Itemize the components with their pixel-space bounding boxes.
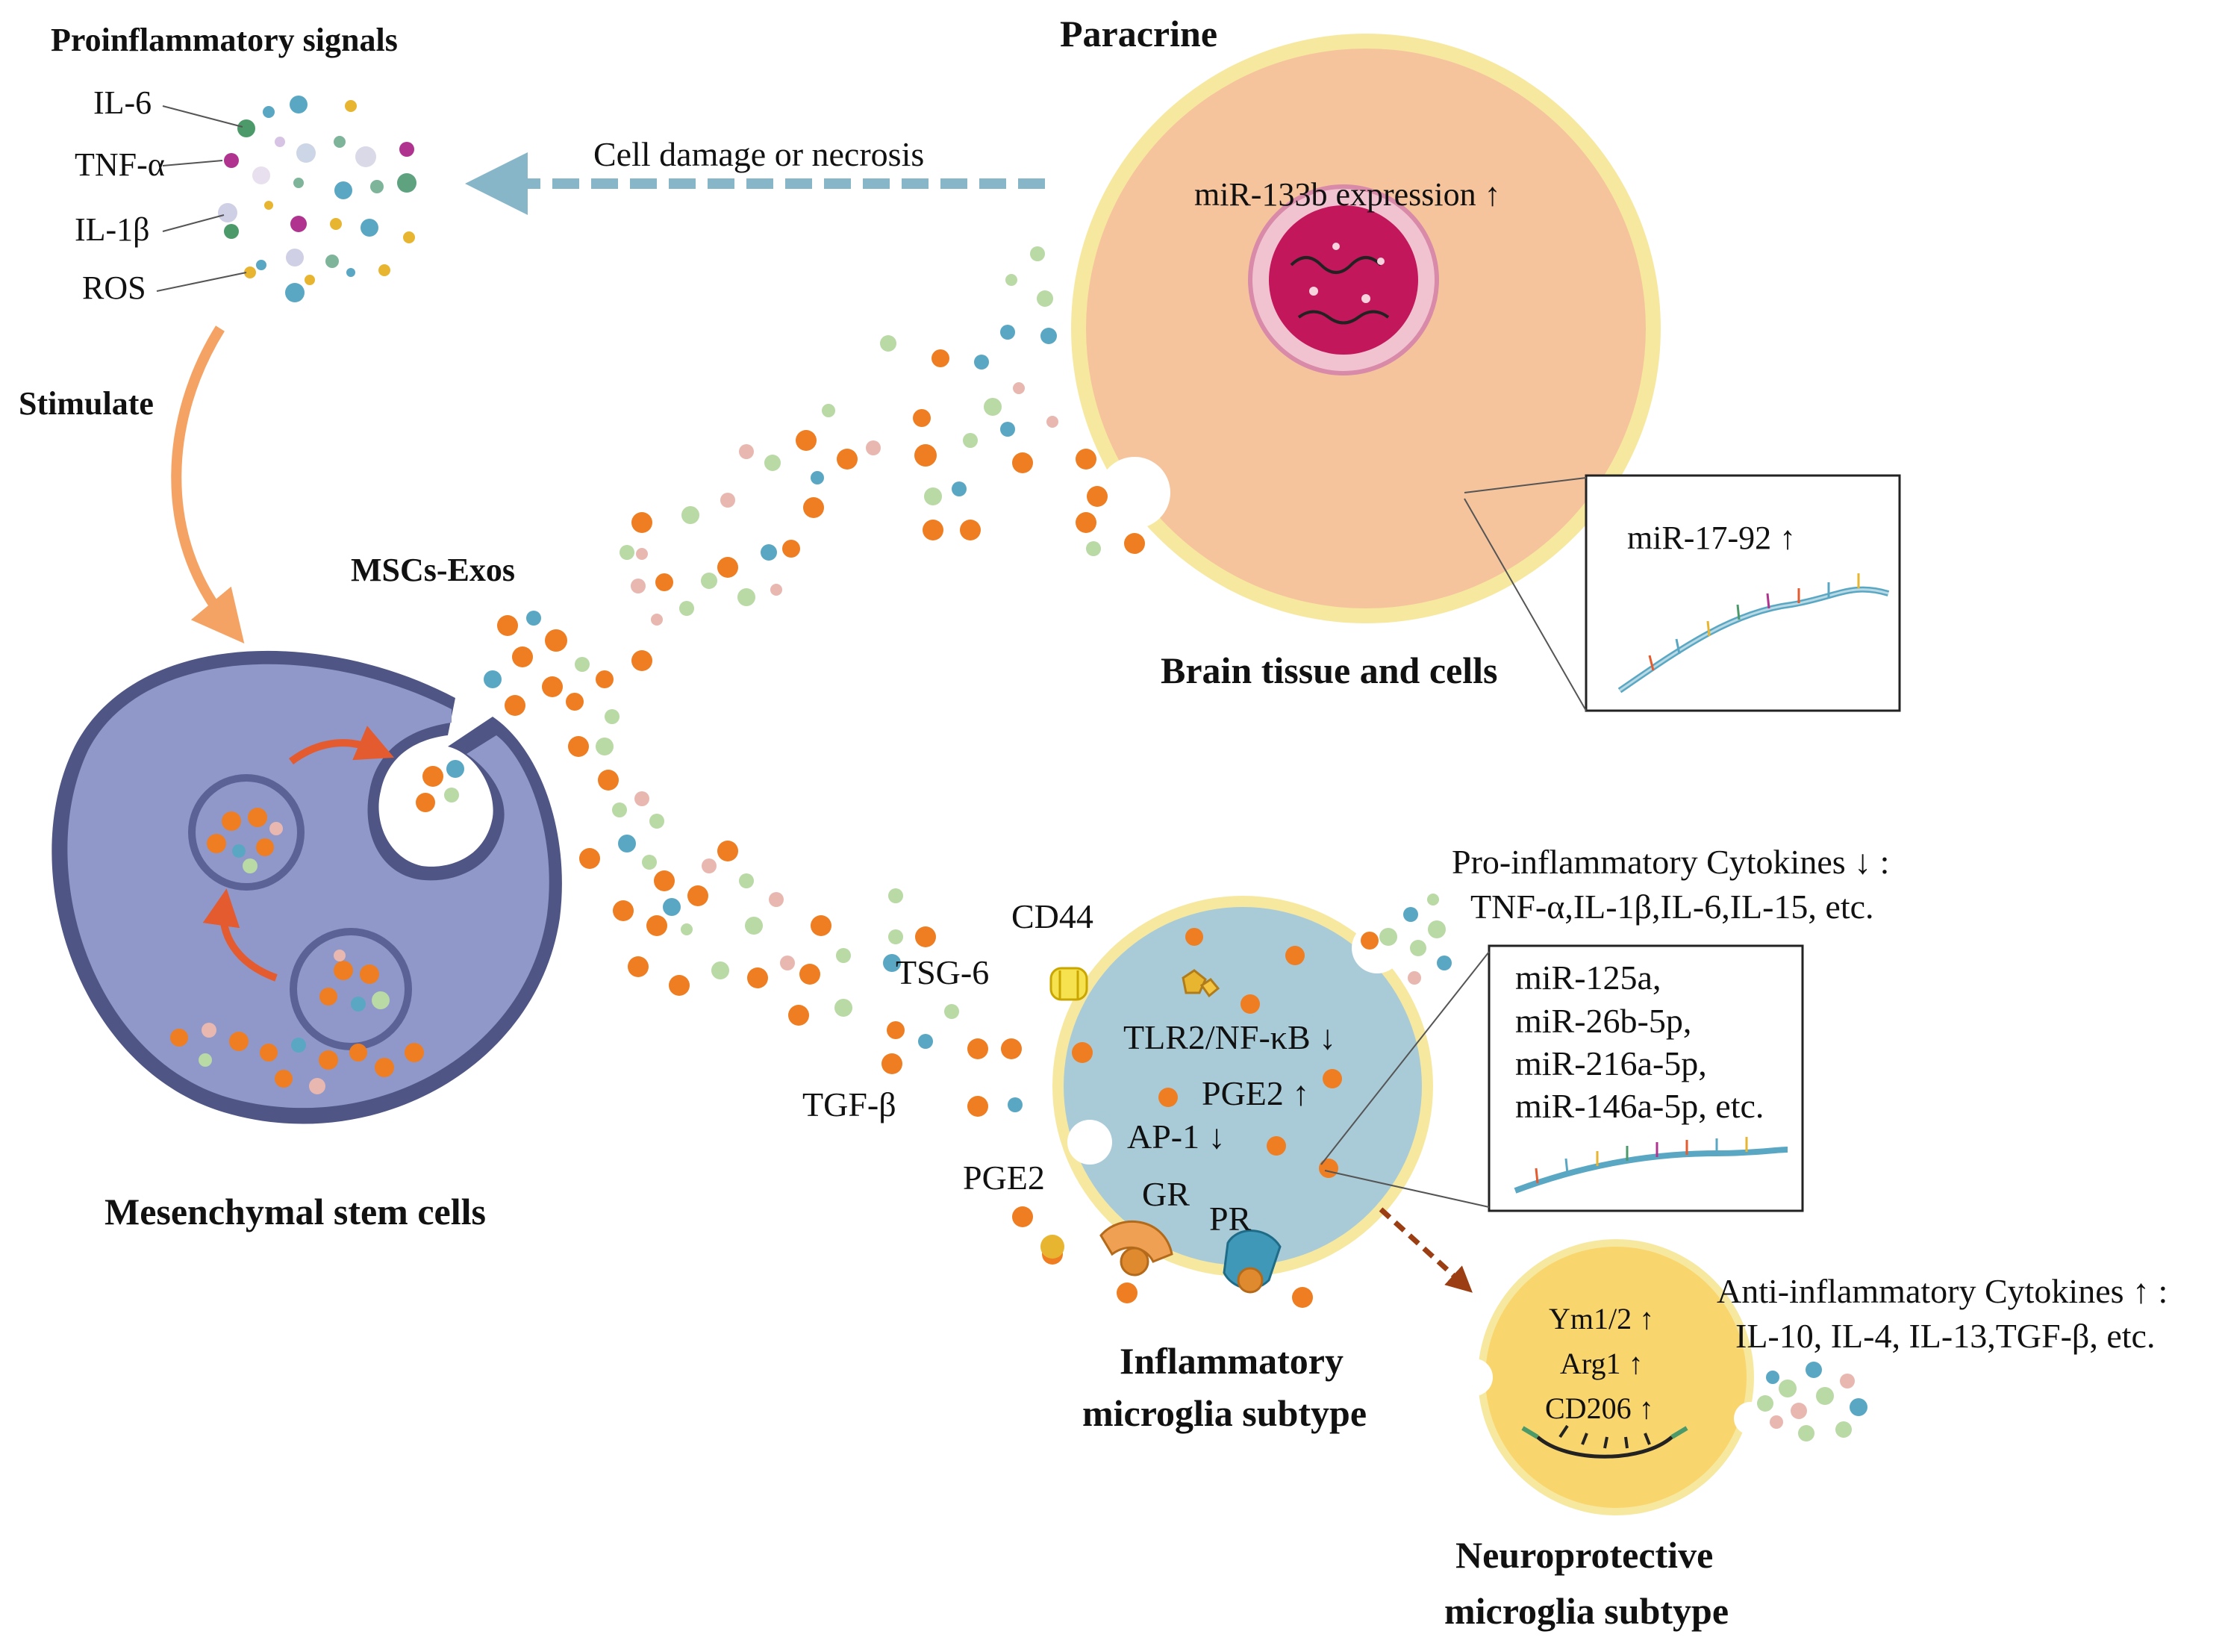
inflammatory-pge2: PGE2 ↑ [1202,1074,1309,1112]
exosome-stream-upper [484,246,1145,724]
brain-cell [1071,34,1661,623]
label-pge2-receptor: PGE2 [963,1159,1045,1197]
mir-17-92-box [1585,474,1901,712]
label-tsg6: TSG-6 [896,953,989,991]
mir-list-1: miR-125a, [1515,959,1661,997]
heading-inflammatory-2: microglia subtype [1082,1392,1367,1434]
signal-il1b: IL-1β [75,211,150,248]
neuro-arg1: Arg1 ↑ [1560,1347,1643,1380]
anti-cytokines-list: IL-10, IL-4, IL-13,TGF-β, etc. [1735,1317,2155,1355]
brain-nucleus [1248,184,1439,375]
label-pr: PR [1209,1200,1252,1238]
heading-exos: MSCs-Exos [351,552,515,588]
mir-list-4: miR-146a-5p, etc. [1515,1087,1764,1125]
label-gr: GR [1142,1175,1190,1213]
polarization-arrow [1379,1207,1473,1293]
signal-tnfa: TNF-α [75,146,165,183]
inflammatory-tlr2: TLR2/NF-κB ↓ [1123,1018,1336,1056]
heading-brain: Brain tissue and cells [1161,649,1497,691]
label-cd44: CD44 [1011,897,1093,935]
inflammatory-ap1: AP-1 ↓ [1127,1118,1226,1156]
exosome-stream-lower [568,736,1313,1308]
heading-neuro-2: microglia subtype [1444,1590,1729,1632]
pro-cytokines-title: Pro-inflammatory Cytokines ↓ : [1452,843,1889,881]
neuroprotective-cell [1455,1239,1767,1515]
stimulate-arrow [171,325,245,644]
pro-cytokine-dots [1379,894,1452,985]
mir-17-92-label: miR-17-92 ↑ [1627,520,1796,556]
heading-proinflammatory: Proinflammatory signals [51,22,398,58]
neuro-cd206: CD206 ↑ [1545,1391,1654,1425]
heading-stimulate: Stimulate [19,385,154,422]
neuro-ym12: Ym1/2 ↑ [1549,1302,1654,1335]
damage-label: Cell damage or necrosis [593,135,924,173]
anti-cytokine-dots [1757,1362,1867,1441]
mir-list-3: miR-216a-5p, [1515,1044,1707,1082]
heading-paracrine: Paracrine [1060,13,1217,54]
brain-expression: miR-133b expression ↑ [1194,176,1501,213]
msc-cell [52,650,562,1124]
mir-list-box [1488,944,1804,1212]
receptor-cd44 [1049,967,1088,1001]
signal-il6: IL-6 [93,84,152,121]
receptor-gr [1099,1220,1173,1277]
mir-list-2: miR-26b-5p, [1515,1002,1691,1040]
heading-inflammatory-1: Inflammatory [1120,1340,1344,1382]
signal-labels: IL-6 TNF-α IL-1β ROS [75,84,247,306]
pro-cytokines-list: TNF-α,IL-1β,IL-6,IL-15, etc. [1470,888,1874,926]
signal-ros: ROS [82,269,146,306]
signal-cluster [218,96,416,302]
anti-cytokines-title: Anti-inflammatory Cytokines ↑ : [1717,1272,2168,1310]
heading-msc: Mesenchymal stem cells [104,1191,486,1232]
receptor-pr [1223,1229,1282,1294]
heading-neuro-1: Neuroprotective [1455,1534,1713,1576]
label-tgfb: TGF-β [802,1085,896,1123]
